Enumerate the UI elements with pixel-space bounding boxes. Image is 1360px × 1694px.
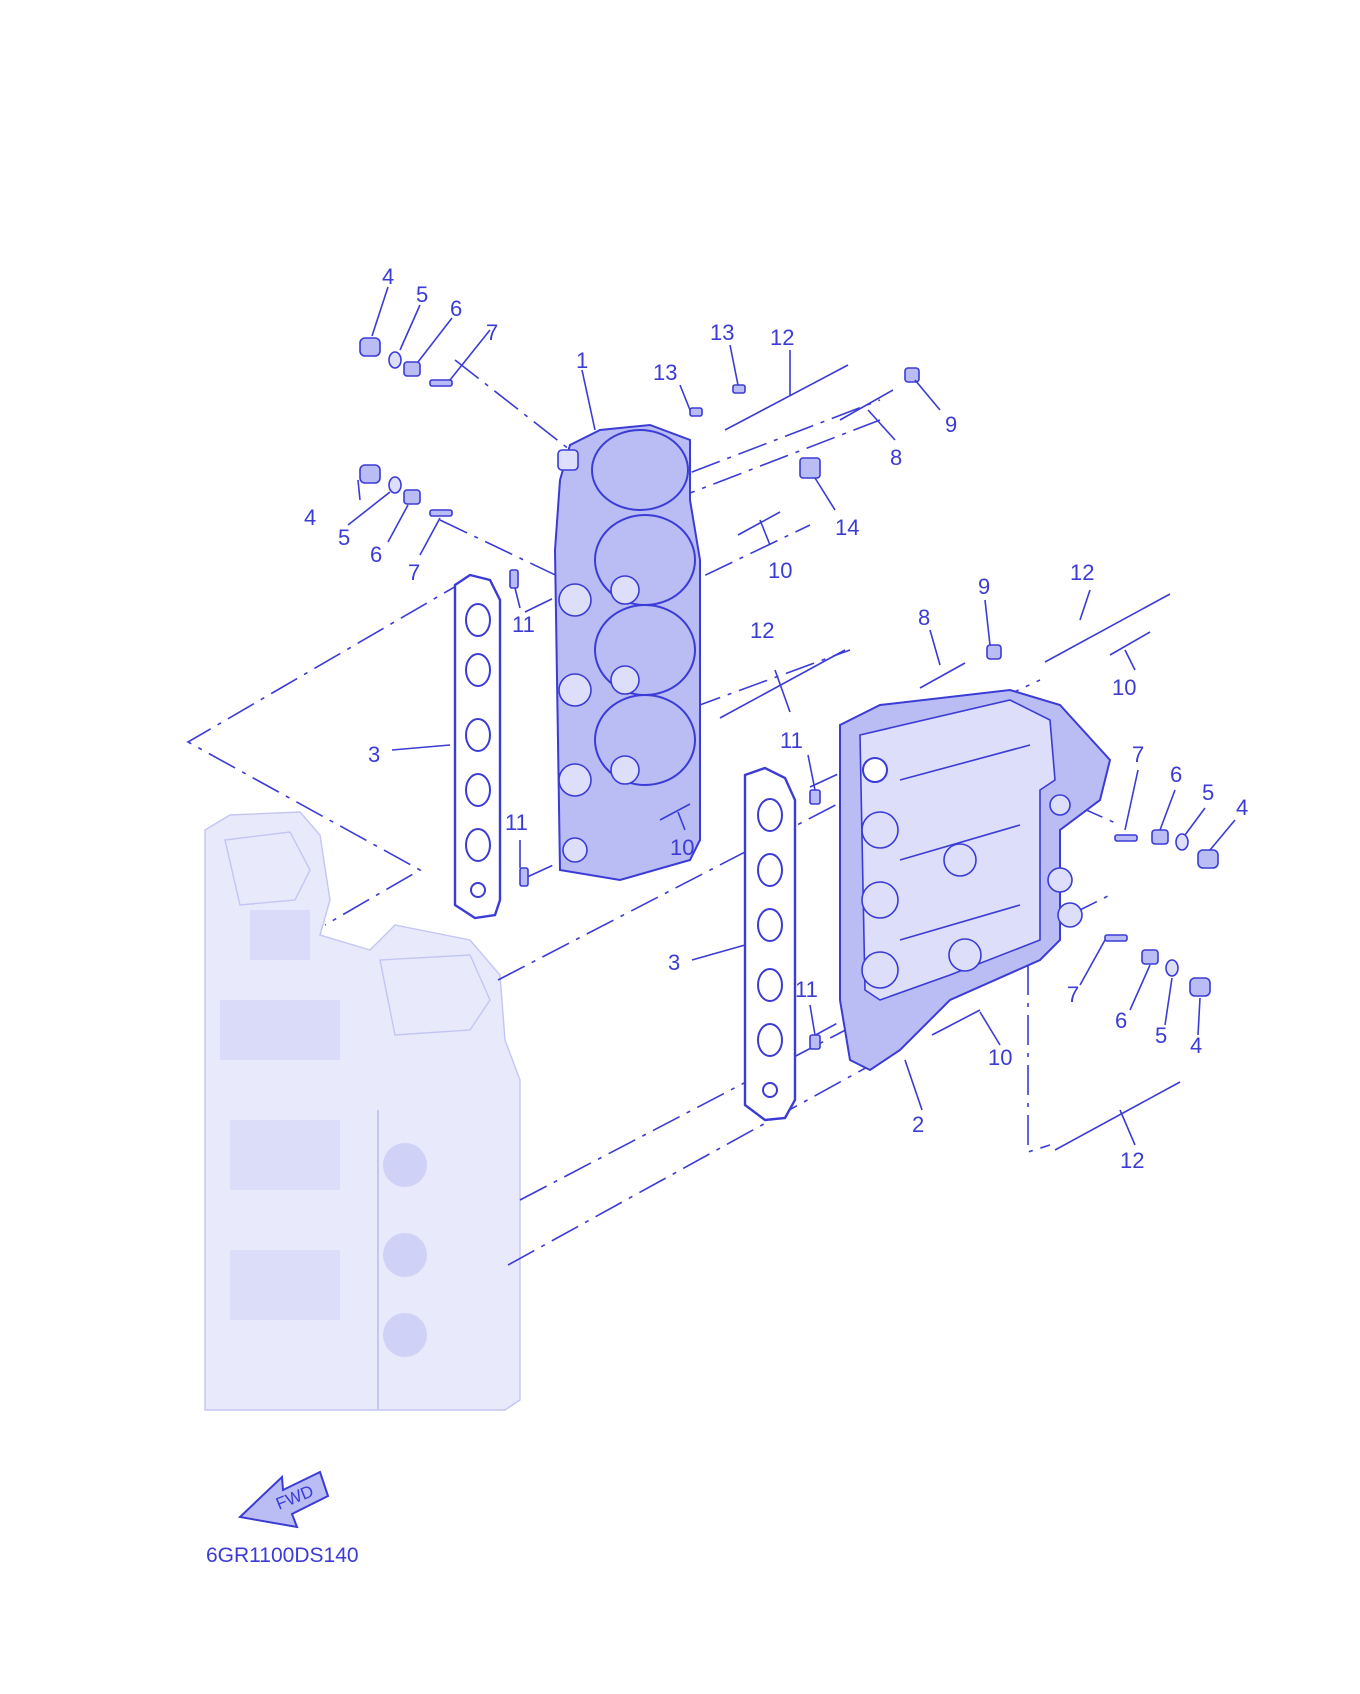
- callout-1: 1: [576, 348, 588, 373]
- callout-5: 5: [1155, 1023, 1167, 1048]
- callout-3: 3: [368, 742, 380, 767]
- leader-lines: [347, 286, 1236, 1146]
- manifold-upper: [553, 423, 701, 882]
- callout-7: 7: [1132, 742, 1144, 767]
- reference-lines: [186, 359, 1121, 1266]
- callout-13: 13: [653, 360, 677, 385]
- callout-8: 8: [918, 605, 930, 630]
- callout-7: 7: [1067, 982, 1079, 1007]
- callout-13: 13: [710, 320, 734, 345]
- callout-4: 4: [382, 264, 394, 289]
- callout-11: 11: [795, 977, 818, 1002]
- callout-9: 9: [945, 412, 957, 437]
- callout-12: 12: [750, 618, 774, 643]
- callout-5: 5: [1202, 780, 1214, 805]
- fwd-arrow-icon: FWD: [237, 1470, 330, 1529]
- callout-12: 12: [1120, 1148, 1144, 1173]
- callout-4: 4: [1190, 1033, 1202, 1058]
- callout-11: 11: [505, 810, 528, 835]
- gasket-upper: [453, 573, 502, 920]
- gasket-lower: [743, 766, 797, 1122]
- callout-5: 5: [338, 525, 350, 550]
- callout-2: 2: [912, 1112, 924, 1137]
- callout-10: 10: [1112, 675, 1136, 700]
- callout-14: 14: [835, 515, 859, 540]
- callout-10: 10: [988, 1045, 1012, 1070]
- callout-11: 11: [512, 612, 535, 637]
- callout-6: 6: [370, 542, 382, 567]
- callout-7: 7: [408, 560, 420, 585]
- callout-6: 6: [1170, 762, 1182, 787]
- callout-9: 9: [978, 574, 990, 599]
- callout-6: 6: [450, 296, 462, 321]
- callout-10: 10: [768, 558, 792, 583]
- diagram-code: 6GR1100DS140: [206, 1544, 359, 1567]
- callout-7: 7: [486, 320, 498, 345]
- fasteners: [359, 337, 1219, 1151]
- callout-6: 6: [1115, 1008, 1127, 1033]
- callout-4: 4: [304, 505, 316, 530]
- callout-10: 10: [670, 835, 694, 860]
- callout-8: 8: [890, 445, 902, 470]
- callout-3: 3: [668, 950, 680, 975]
- manifold-lower: [839, 688, 1112, 1072]
- callout-4: 4: [1236, 795, 1248, 820]
- callout-labels: 4 5 6 7 1 13 13 12 9 8 14 4 5 6 7 10 11 …: [304, 264, 1248, 1173]
- callout-11: 11: [780, 728, 803, 753]
- callout-5: 5: [416, 282, 428, 307]
- engine-block-illustration: [204, 811, 521, 1411]
- callout-12: 12: [770, 325, 794, 350]
- callout-12: 12: [1070, 560, 1094, 585]
